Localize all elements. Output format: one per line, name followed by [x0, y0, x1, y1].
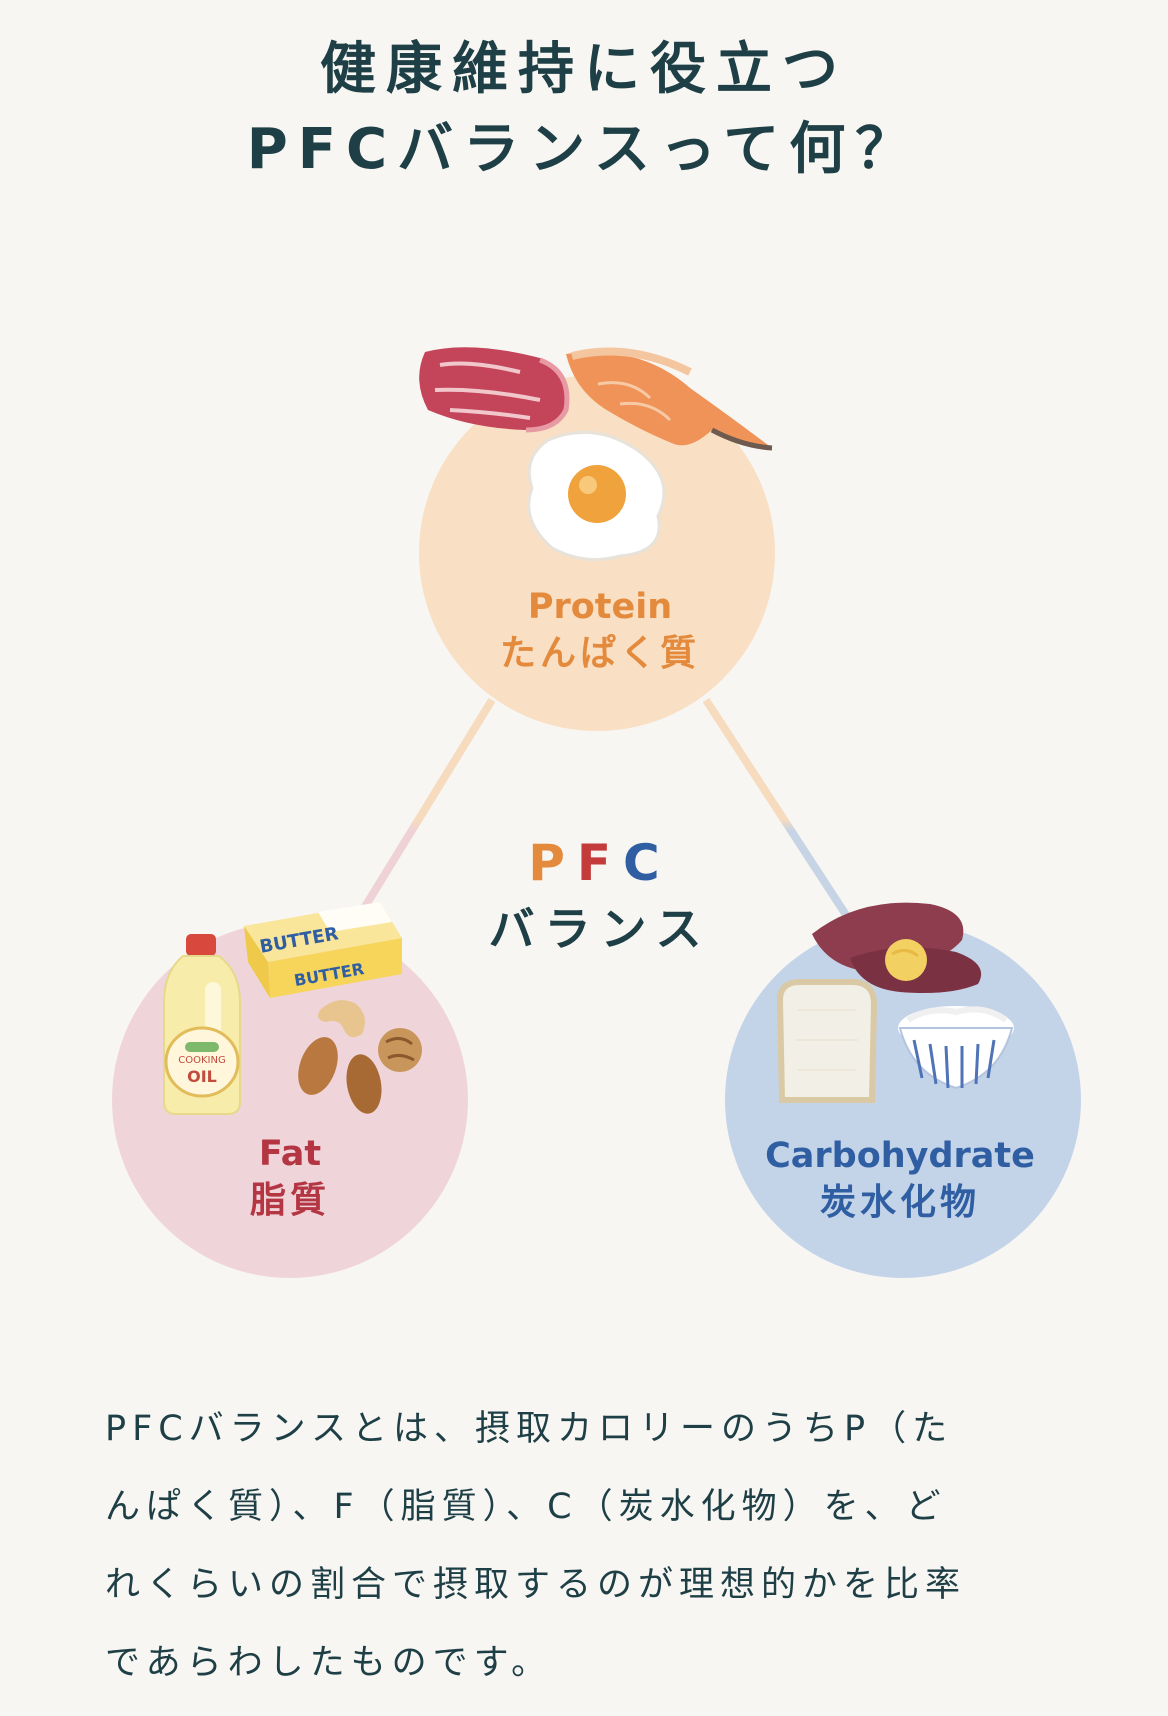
carbohydrate-label-en: Carbohydrate	[765, 1136, 1035, 1176]
description-paragraph: PFCバランスとは、摂取カロリーのうちP（た んぱく質）、F（脂質）、C（炭水化…	[105, 1390, 1065, 1702]
oil-label-bottom: OIL	[187, 1067, 217, 1086]
pfc-letters: PFC	[440, 830, 760, 896]
pfc-letter-f: F	[576, 834, 624, 892]
fried-egg-icon	[527, 430, 666, 562]
carbohydrate-label-jp: 炭水化物	[819, 1181, 980, 1223]
oil-label-top: COOKING	[178, 1055, 225, 1066]
pfc-subtitle: バランス	[488, 902, 712, 956]
title-line-2: PFCバランスって何？	[246, 117, 922, 182]
pfc-letter-c: C	[623, 834, 672, 892]
bread-icon	[776, 979, 878, 1103]
protein-label-jp: たんぱく質	[499, 632, 700, 674]
description-line-3: れくらいの割合で摂取するのが理想的かを比率	[105, 1565, 967, 1605]
fat-label-jp: 脂質	[249, 1179, 330, 1221]
fat-label-en: Fat	[258, 1134, 322, 1174]
cooking-oil-bottle-icon: COOKING OIL	[163, 934, 241, 1115]
pfc-center-label: PFC バランス	[440, 830, 760, 962]
fat-label: Fat 脂質	[130, 1132, 450, 1224]
nuts-icon	[298, 1000, 422, 1114]
carbohydrate-label: Carbohydrate 炭水化物	[740, 1134, 1060, 1226]
sweet-potato-icon	[812, 902, 982, 993]
description-line-1: PFCバランスとは、摂取カロリーのうちP（た	[105, 1409, 954, 1449]
pfc-letter-p: P	[528, 834, 577, 892]
connector-protein-fat	[354, 697, 496, 921]
butter-icon: BUTTER BUTTER	[244, 902, 402, 998]
connector-protein-carb	[702, 697, 852, 921]
protein-label-en: Protein	[527, 587, 673, 627]
rice-bowl-icon	[898, 1006, 1014, 1090]
salmon-icon	[566, 347, 773, 451]
title-line-1: 健康維持に役立つ	[320, 37, 848, 102]
description-line-4: であらわしたものです。	[105, 1643, 553, 1683]
protein-label: Protein たんぱく質	[440, 585, 760, 677]
page-title: 健康維持に役立つ PFCバランスって何？	[0, 30, 1168, 190]
beef-icon	[419, 347, 570, 433]
description-line-2: んぱく質）、F（脂質）、C（炭水化物）を、ど	[105, 1487, 947, 1527]
